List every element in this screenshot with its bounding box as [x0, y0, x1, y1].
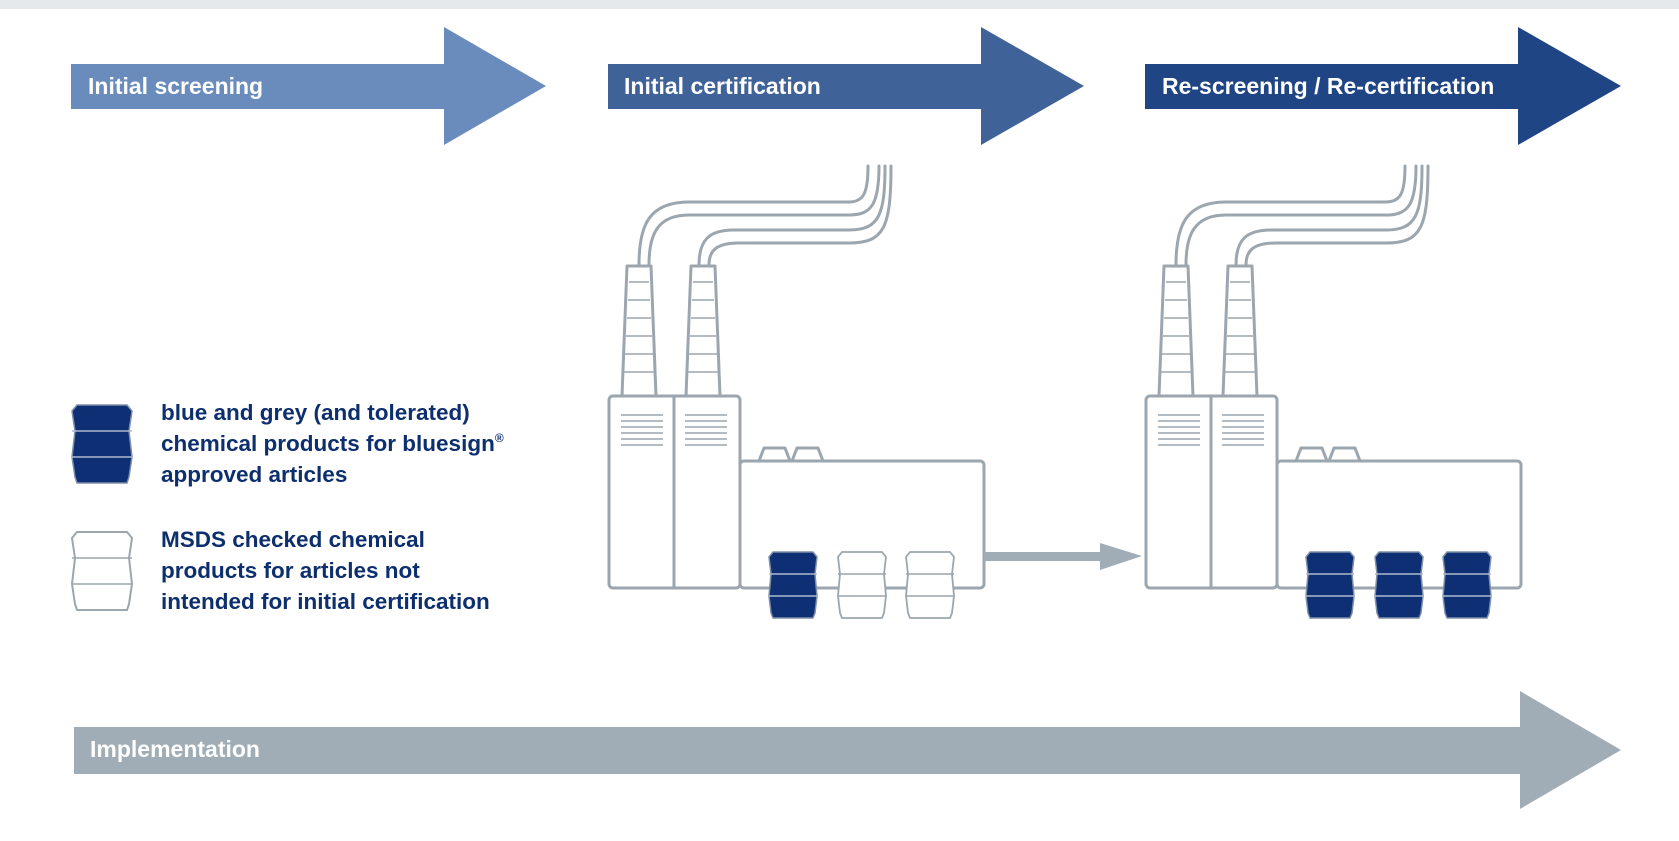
- legend-line: intended for initial certification: [161, 589, 490, 614]
- registered-mark: ®: [494, 431, 504, 445]
- phase-label-rescreening: Re-screening / Re-certification: [1162, 73, 1494, 99]
- white-barrel-icon: [70, 531, 134, 611]
- factory-icon: [1144, 164, 1523, 590]
- phase-arrow-initial-screening: Initial screening: [71, 27, 546, 145]
- legend-line: products for articles not: [161, 558, 420, 583]
- top-band: [0, 0, 1679, 9]
- phase-label-initial-certification: Initial certification: [624, 73, 821, 99]
- factory-icon: [607, 164, 986, 590]
- phase-arrow-rescreening: Re-screening / Re-certification: [1145, 27, 1621, 145]
- blue-barrel-icon: [768, 551, 818, 619]
- phase-label-initial-screening: Initial screening: [88, 73, 263, 99]
- transfer-arrow: [984, 543, 1142, 570]
- legend-line: MSDS checked chemical: [161, 527, 425, 552]
- white-barrel-icon: [837, 551, 887, 619]
- initial-certification-factory: [607, 164, 986, 619]
- legend-line-text: chemical products for bluesign: [161, 431, 495, 456]
- legend-line: approved articles: [161, 462, 348, 487]
- legend-line: chemical products for bluesign®: [161, 428, 504, 459]
- white-barrel-icon: [905, 551, 955, 619]
- legend-approved-products: blue and grey (and tolerated) chemical p…: [161, 397, 504, 490]
- legend-line: blue and grey (and tolerated): [161, 400, 470, 425]
- legend-msds-products: MSDS checked chemical products for artic…: [161, 524, 490, 617]
- recertification-factory: [1144, 164, 1523, 619]
- phase-arrow-initial-certification: Initial certification: [608, 27, 1084, 145]
- blue-barrel-icon: [71, 404, 133, 484]
- blue-barrel-icon: [1374, 551, 1424, 619]
- blue-barrel-icon: [1305, 551, 1355, 619]
- implementation-arrow: Implementation: [74, 691, 1621, 809]
- implementation-label: Implementation: [90, 736, 260, 762]
- blue-barrel-icon: [1442, 551, 1492, 619]
